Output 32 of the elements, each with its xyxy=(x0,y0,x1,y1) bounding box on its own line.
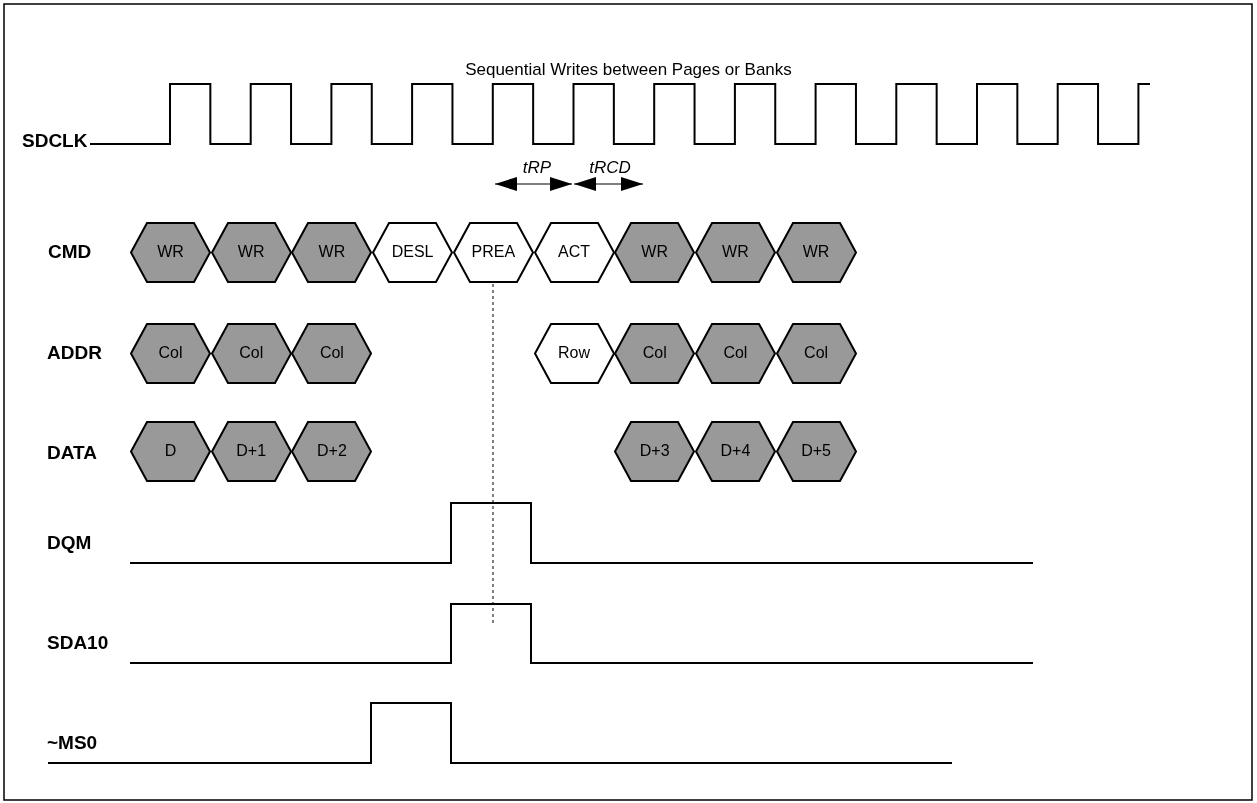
state-label: D+4 xyxy=(720,442,751,460)
state-label: WR xyxy=(157,243,184,261)
state-label: D+5 xyxy=(801,442,831,460)
state-label: Col xyxy=(804,344,829,362)
state-label: Col xyxy=(723,344,748,362)
state-label: WR xyxy=(237,243,265,261)
state-label: D+1 xyxy=(236,442,267,460)
signal-name: CMD xyxy=(48,241,92,263)
state-label: Col xyxy=(642,344,667,362)
signal-name: DATA xyxy=(47,442,97,464)
state-label: D xyxy=(164,442,177,460)
signal-name: ADDR xyxy=(47,342,102,364)
state-label: D+2 xyxy=(317,442,347,460)
signal-name: ~MS0 xyxy=(47,732,98,754)
timing-label: tRP xyxy=(522,158,552,178)
diagram-title: Sequential Writes between Pages or Banks xyxy=(464,60,793,80)
state-label: DESL xyxy=(391,243,434,261)
signal-name: SDA10 xyxy=(47,632,109,654)
signal-name: SDCLK xyxy=(22,130,88,152)
state-label: PREA xyxy=(471,243,516,261)
state-label: Col xyxy=(239,344,264,362)
state-label: WR xyxy=(641,243,668,261)
state-label: WR xyxy=(318,243,346,261)
state-label: Col xyxy=(158,344,183,362)
state-label: D+3 xyxy=(639,442,670,460)
timing-label: tRCD xyxy=(589,158,631,178)
state-label: WR xyxy=(722,243,749,261)
state-label: Row xyxy=(558,344,590,362)
state-label: ACT xyxy=(558,243,590,261)
state-label: Col xyxy=(319,344,344,362)
signal-name: DQM xyxy=(47,532,92,554)
state-label: WR xyxy=(802,243,830,261)
